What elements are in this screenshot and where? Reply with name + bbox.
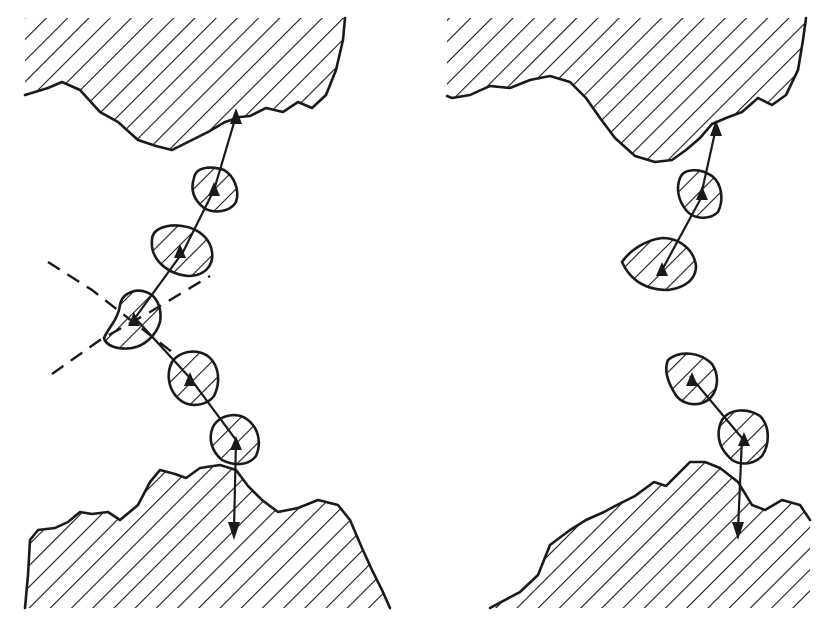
particle [714,402,776,472]
upper-surface-right [440,0,820,200]
lower-surface-left [0,440,400,617]
right-panel [440,0,820,617]
particle [616,232,702,296]
particle [186,160,246,220]
lower-surface-right [480,440,820,617]
particle [146,220,218,282]
particle [100,284,166,354]
particle [672,160,730,224]
particle [164,344,226,412]
particle [660,344,726,412]
bridge-line-upper [135,116,236,318]
left-panel [0,0,400,617]
particle [206,408,266,472]
